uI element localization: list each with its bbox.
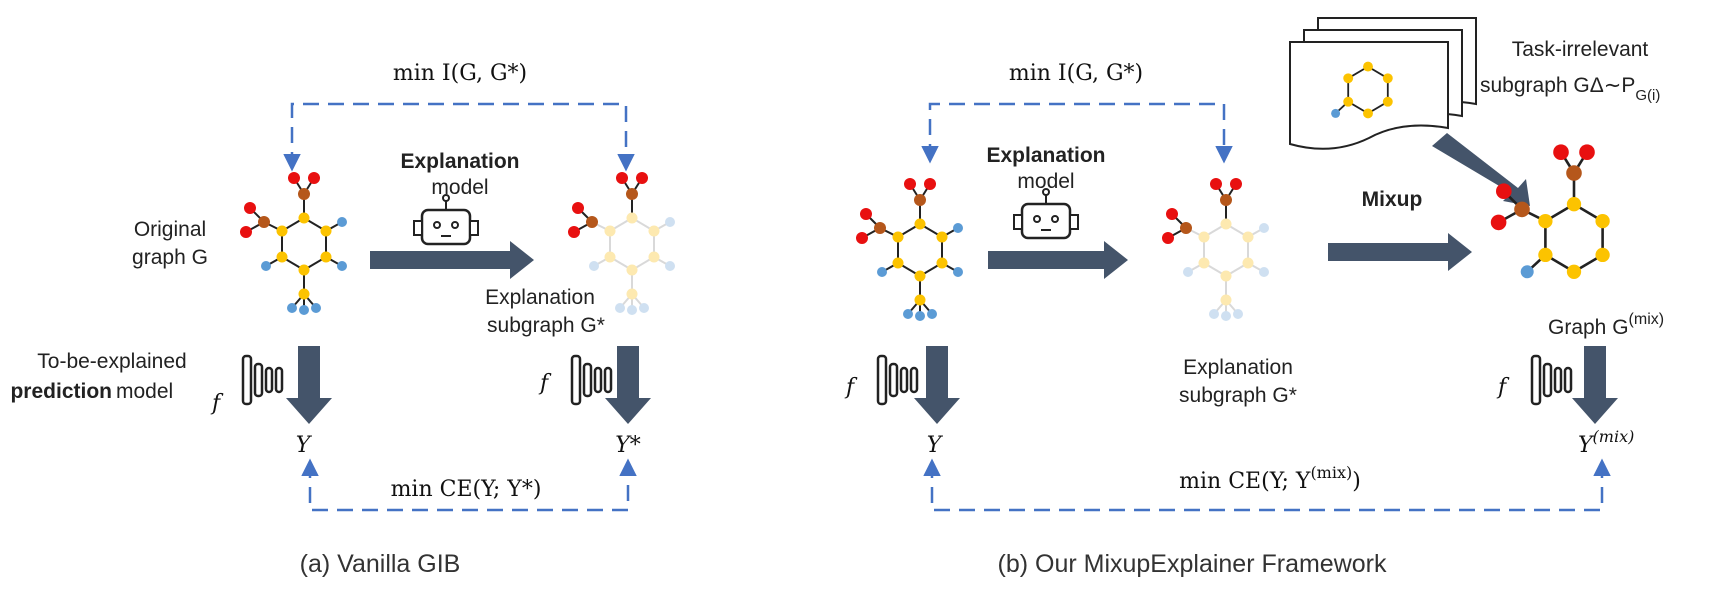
y-label: Y — [927, 433, 944, 458]
big-arrow-down-right — [605, 346, 651, 424]
y-mix-main: Y — [1578, 433, 1595, 458]
graph-mix-main: Graph G — [1548, 316, 1629, 339]
caption-a: (a) Vanilla GIB — [300, 550, 461, 578]
mixup-label: Mixup — [1362, 188, 1423, 211]
big-arrow-right — [988, 241, 1128, 279]
network-icon — [876, 354, 919, 406]
explanation-model-label: Explanation — [986, 144, 1105, 167]
right-panel: min I(G, G*) Explanation model Explanati… — [844, 17, 1664, 578]
big-arrow-right — [370, 241, 534, 279]
bottom-formula-end: ) — [1352, 469, 1361, 494]
y-mix-sup: (mix) — [1593, 427, 1635, 446]
top-formula: min I(G, G*) — [1009, 61, 1143, 86]
big-arrow-down-left — [286, 346, 332, 424]
top-dashed-arrow — [921, 102, 1233, 164]
graph-mix-label: Graph G(mix) — [1548, 311, 1664, 339]
original-graph-label: Original — [134, 218, 206, 241]
prediction-label-rest: model — [116, 380, 173, 403]
task-irrelevant-main: subgraph GΔ∼P — [1480, 74, 1635, 97]
top-formula: min I(G, G*) — [393, 61, 527, 86]
explanation-model-label: Explanation — [400, 150, 519, 173]
molecule-icon — [239, 171, 348, 316]
network-icon — [241, 354, 284, 406]
graph-mix-sup: (mix) — [1629, 311, 1665, 328]
bottom-dashed-arrow — [923, 458, 1611, 512]
network-icon — [1530, 354, 1573, 406]
y-mix-label: Y(mix) — [1578, 427, 1634, 458]
left-panel: min I(G, G*) Original graph G Explanatio… — [10, 61, 676, 578]
y-label: Y — [296, 433, 313, 458]
molecule-icon — [855, 177, 964, 322]
y-star-label: Y* — [615, 433, 641, 458]
explanation-subgraph-icon — [1161, 177, 1270, 322]
explanation-subgraph-label-2: subgraph G* — [1179, 384, 1297, 407]
task-irrelevant-label: Task-irrelevant — [1512, 38, 1649, 61]
explanation-subgraph-label: Explanation — [1183, 356, 1293, 379]
explanation-subgraph-label: Explanation — [485, 286, 595, 309]
document-stack-icon — [1289, 17, 1477, 150]
explanation-subgraph-label-2: subgraph G* — [487, 314, 605, 337]
prediction-label-bold: prediction — [10, 380, 112, 403]
big-arrow-down-left — [914, 346, 960, 424]
original-graph-label-2: graph G — [132, 246, 208, 269]
network-icon — [570, 354, 613, 406]
mixup-arrow — [1328, 233, 1472, 271]
robot-icon — [1012, 187, 1080, 240]
f-symbol-left: f — [844, 375, 858, 400]
f-symbol-right: f — [1496, 375, 1510, 400]
bottom-formula: min CE(Y; Y*) — [391, 477, 542, 502]
bottom-formula-sup: (mix) — [1310, 463, 1352, 482]
mixed-graph-icon — [1490, 144, 1610, 279]
explanation-model-label-2: model — [431, 176, 488, 199]
explanation-model-label-2: model — [1017, 170, 1074, 193]
formula-mask — [350, 470, 580, 504]
robot-icon — [412, 193, 480, 246]
bottom-dashed-arrow — [301, 458, 637, 512]
prediction-label: To-be-explained — [37, 350, 186, 373]
f-symbol-right: f — [538, 371, 552, 396]
task-irrelevant-sub: G(i) — [1635, 87, 1660, 104]
bottom-formula: min CE(Y; Y(mix)) — [1179, 463, 1361, 494]
caption-b: (b) Our MixupExplainer Framework — [998, 550, 1387, 578]
f-symbol-left: f — [210, 391, 224, 416]
diagonal-arrow — [1432, 133, 1530, 206]
bottom-formula-main: min CE(Y; Y — [1179, 469, 1311, 494]
task-irrelevant-label-2: subgraph GΔ∼PG(i) — [1480, 74, 1660, 104]
top-dashed-arrow — [283, 102, 635, 172]
big-arrow-down-right — [1572, 346, 1618, 424]
